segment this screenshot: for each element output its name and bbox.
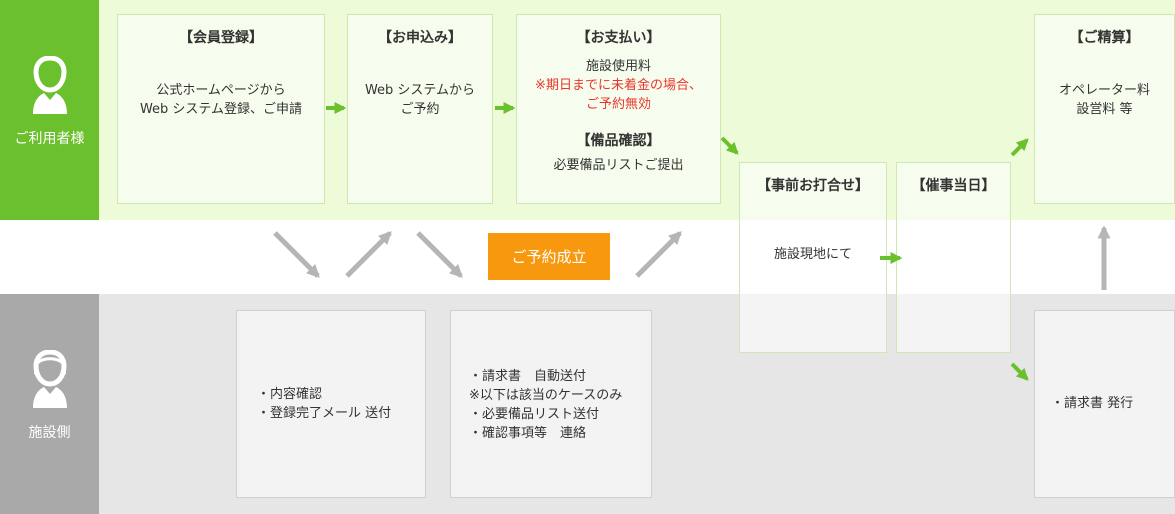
step-application: 【お申込み】 Web システムから ご予約 (347, 14, 493, 204)
step-text: 施設現地にて (773, 247, 852, 262)
arrow-up-right-icon (345, 231, 392, 278)
step-title: 【催事当日】 (911, 178, 996, 194)
facility-item: ・請求書 発行 (1051, 396, 1134, 411)
facility-invoice-box: ・請求書 自動送付 ※以下は該当のケースのみ ・必要備品リスト送付 ・確認事項等… (450, 310, 652, 498)
arrow-up-right-icon (1010, 138, 1029, 157)
step-event-day: 【催事当日】 (896, 162, 1011, 353)
facility-item: ・請求書 自動送付 (469, 369, 587, 384)
facility-item: ・登録完了メール 送付 (257, 406, 392, 421)
arrow-down-right-icon (273, 231, 320, 278)
user-side-text: ご利用者様 (14, 131, 85, 147)
facility-side-label: 施設側 (0, 294, 99, 514)
step-member-registration: 【会員登録】 公式ホームページから Web システム登録、ご申請 (117, 14, 325, 204)
arrow-down-right-icon (1010, 362, 1029, 381)
facility-invoice-issue-box: ・請求書 発行 (1034, 310, 1175, 498)
facility-side-text: 施設側 (28, 425, 71, 441)
step-title: 【会員登録】 (179, 30, 263, 46)
user-icon (32, 56, 67, 114)
step-title: 【事前お打合せ】 (757, 178, 869, 194)
step-settlement: 【ご精算】 オペレーター料 設営料 等 (1034, 14, 1175, 204)
step-text: Web システム登録、ご申請 (139, 102, 303, 117)
step-text: 必要備品リストご提出 (553, 158, 684, 173)
step-title: 【お支払い】 (576, 30, 661, 46)
step-title: 【備品確認】 (576, 133, 661, 149)
step-title: 【お申込み】 (378, 30, 462, 46)
step-text: 施設使用料 (585, 59, 651, 74)
reservation-confirmed-badge: ご予約成立 (488, 233, 610, 280)
arrow-up-right-icon (635, 231, 682, 278)
step-text: 設営料 等 (1076, 102, 1133, 117)
facility-item: ・必要備品リスト送付 (469, 407, 600, 422)
payment-warning: ご予約無効 (585, 97, 651, 112)
step-text: Web システムから (364, 83, 476, 98)
facility-item: ※以下は該当のケースのみ (469, 388, 623, 403)
payment-warning: ※期日までに未着金の場合、 (535, 78, 702, 93)
user-side-label: ご利用者様 (0, 0, 99, 220)
arrow-down-right-icon (720, 136, 739, 155)
step-text: ご予約 (400, 102, 440, 117)
operator-icon (32, 350, 67, 408)
facility-item: ・内容確認 (257, 387, 323, 402)
step-text: 公式ホームページから (156, 83, 286, 98)
arrow-down-right-icon (416, 231, 463, 278)
step-text: オペレーター料 (1058, 83, 1150, 98)
step-title: 【ご精算】 (1069, 30, 1140, 46)
step-pre-meeting: 【事前お打合せ】 施設現地にて (739, 162, 887, 353)
step-payment: 【お支払い】 施設使用料 ※期日までに未着金の場合、 ご予約無効 【備品確認】 … (516, 14, 721, 204)
facility-item: ・確認事項等 連絡 (469, 426, 587, 441)
facility-confirm-box: ・内容確認 ・登録完了メール 送付 (236, 310, 426, 498)
